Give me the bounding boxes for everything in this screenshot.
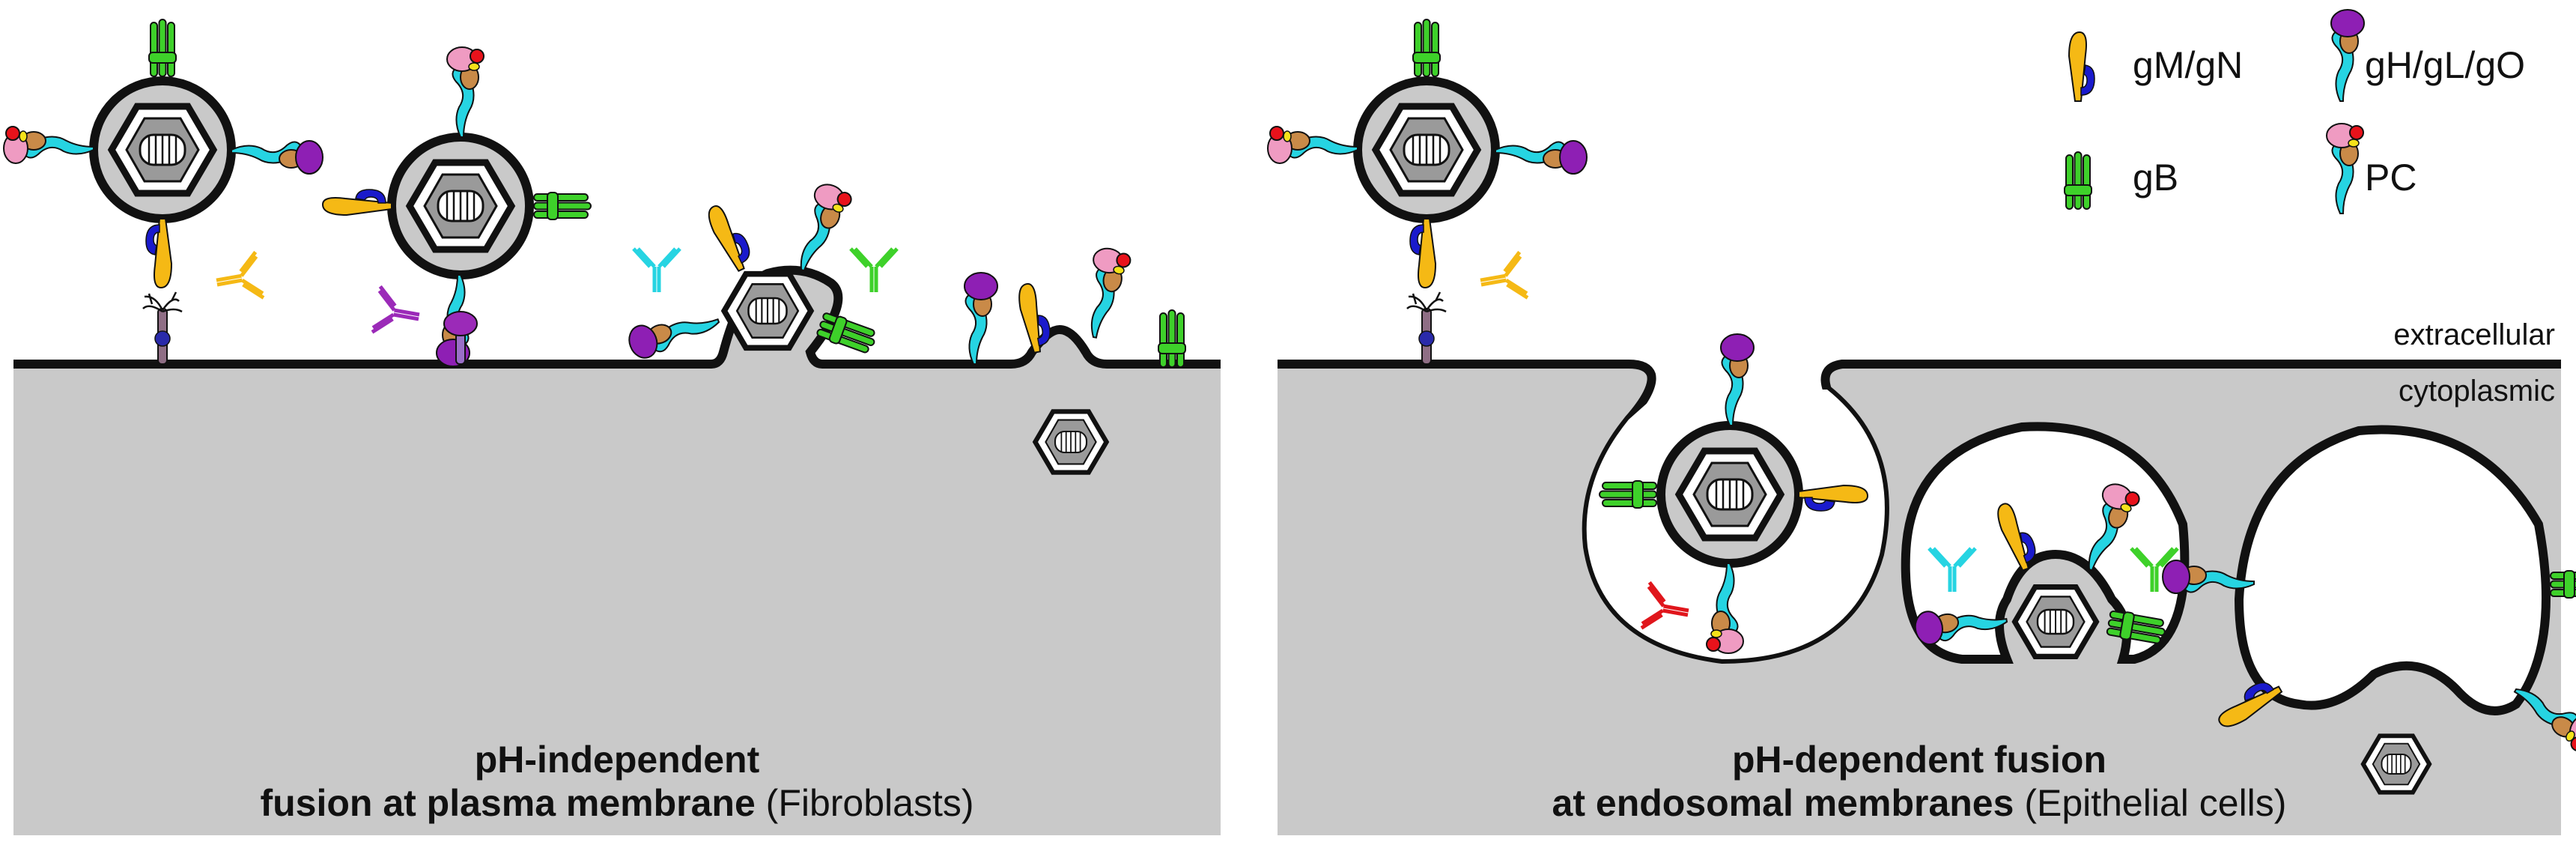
left-caption: pH-independent fusion at plasma membrane…: [13, 738, 1221, 825]
cytoplasmic-label: cytoplasmic: [2399, 375, 2555, 408]
virion-binding: [392, 137, 529, 275]
receptor-2: [443, 311, 478, 365]
right-caption-line1: pH-dependent fusion: [1732, 739, 2106, 781]
left-caption-line2-bold: fusion at plasma membrane: [260, 782, 756, 824]
receptor-1: [142, 291, 183, 366]
right-caption-line2-bold: at endosomal membranes: [1552, 782, 2014, 824]
right-caption-line2-normal: (Epithelial cells): [2014, 782, 2287, 824]
legend-gHgLgO-icon: [2330, 9, 2365, 102]
antibody-purple: [372, 286, 423, 339]
legend: [2064, 9, 2365, 214]
antibody-yellow-2: [1477, 252, 1528, 305]
legend-PC-icon: [2326, 123, 2364, 214]
left-caption-line1: pH-independent: [474, 739, 760, 781]
right-caption: pH-dependent fusion at endosomal membran…: [1278, 738, 2561, 825]
virion-endosome: [1661, 426, 1799, 563]
antibody-cyan-1: [634, 249, 680, 292]
legend-PC-label: PC: [2365, 157, 2417, 199]
legend-gB-label: gB: [2133, 157, 2179, 199]
legend-gHgLgO-label: gH/gL/gO: [2365, 44, 2526, 86]
antibody-green-1: [851, 249, 897, 292]
virion-attaching: [94, 81, 231, 219]
left-cytoplasm: [13, 270, 1221, 836]
legend-gB-icon: [2064, 151, 2092, 210]
released-capsid: [1035, 411, 1106, 472]
extracellular-label: extracellular: [2393, 318, 2555, 351]
left-caption-line2-normal: (Fibroblasts): [755, 782, 974, 824]
endosome-3: [2234, 425, 2551, 715]
left-panel: [3, 19, 1221, 836]
legend-gMgN-label: gM/gN: [2133, 44, 2244, 86]
right-panel: [1267, 19, 2576, 835]
legend-gMgN-icon: [2068, 31, 2095, 102]
virion-fusing: [724, 274, 811, 348]
antibody-yellow-1: [213, 252, 264, 305]
